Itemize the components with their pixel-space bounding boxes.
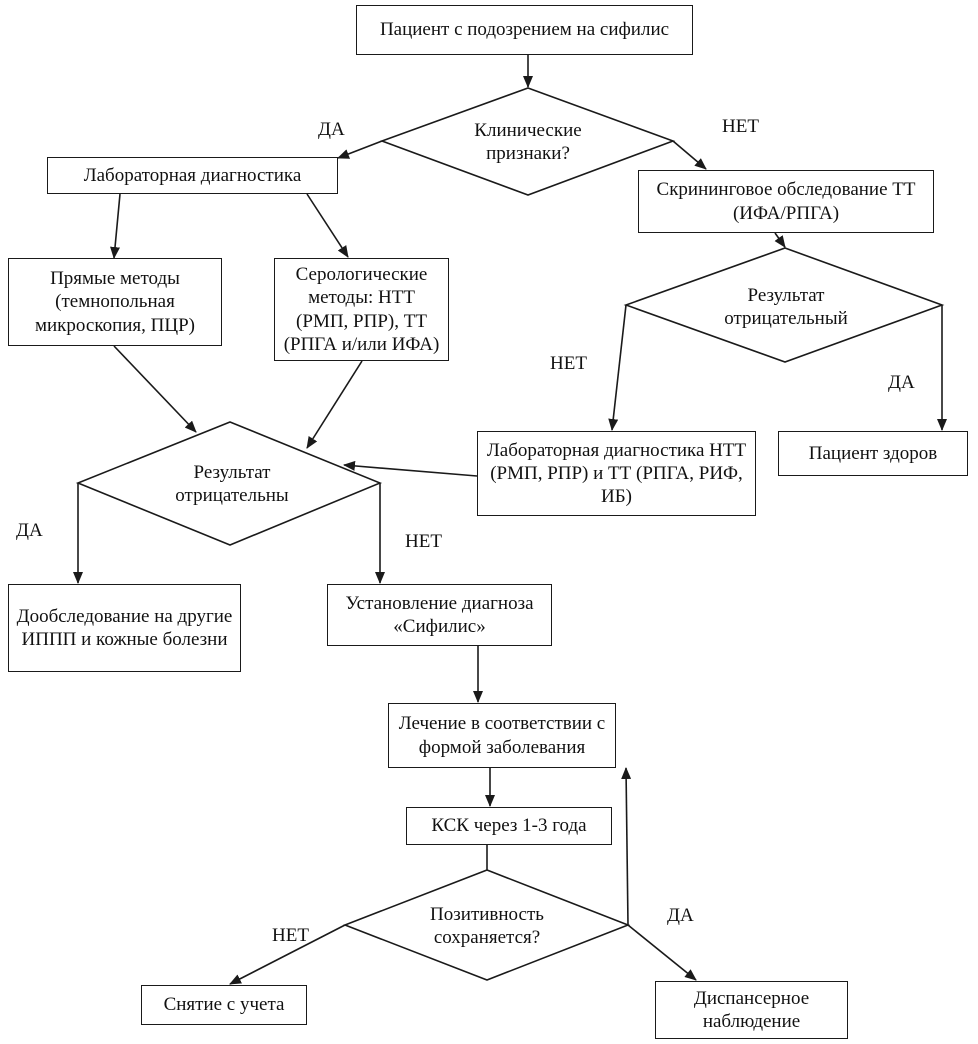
node-clinical-signs: Клинические признаки? [474, 119, 582, 164]
edge-positivity-no [229, 924, 346, 985]
node-dispensary: Диспансерное наблюдение [655, 981, 848, 1039]
node-positivity: Позитивность сохраняется? [430, 903, 544, 948]
node-start: Пациент с подозрением на сифилис [356, 5, 693, 55]
edge-screening-to-result [774, 232, 786, 248]
decision-screening-result-shape [623, 247, 945, 363]
node-direct-methods: Прямые методы (темнопольная микроскопия,… [8, 258, 222, 346]
node-screening: Скрининговое обследование ТТ (ИФА/РПГА) [638, 170, 934, 233]
label-screening-no: НЕТ [550, 353, 587, 374]
node-patient-healthy: Пациент здоров [778, 431, 968, 476]
decision-result-negative-shape [75, 421, 383, 546]
edge-clinical-no [672, 140, 707, 170]
node-treatment: Лечение в соответствии с формой заболева… [388, 703, 616, 768]
edge-direct-to-result [113, 345, 197, 433]
node-screening-result: Результат отрицательный [724, 284, 848, 329]
edge-positivity-yes [627, 924, 697, 981]
label-clinical-no: НЕТ [722, 116, 759, 137]
label-result-no: НЕТ [405, 531, 442, 552]
node-result-negative: Результат отрицательны [175, 461, 289, 506]
node-lab-ntt-tt: Лабораторная диагностика НТТ (РМП, РПР) … [477, 431, 756, 516]
node-deregistration: Снятие с учета [141, 985, 307, 1025]
edge-serological-to-result [306, 360, 363, 449]
edge-lab-to-direct [110, 193, 121, 259]
edge-clinical-yes [337, 140, 383, 159]
decision-positivity-shape [342, 869, 631, 981]
edge-labntt-to-result [343, 460, 478, 477]
edge-lab-to-serological [306, 193, 349, 258]
label-result-yes: ДА [16, 520, 43, 541]
edge-positivity-loop-to-treatment [621, 767, 632, 926]
label-positivity-no: НЕТ [272, 925, 309, 946]
node-additional-exam: Дообследование на другие ИППП и кожные б… [8, 584, 241, 672]
label-positivity-yes: ДА [667, 905, 694, 926]
edge-screening-no [608, 304, 627, 431]
label-clinical-yes: ДА [318, 119, 345, 140]
decision-clinical-signs-shape [379, 87, 676, 196]
node-serological-methods: Серологические методы: НТТ (РМП, РПР), Т… [274, 258, 449, 361]
label-screening-yes: ДА [888, 372, 915, 393]
node-diagnosis: Установление диагноза «Сифилис» [327, 584, 552, 646]
node-ksk: КСК через 1-3 года [406, 807, 612, 845]
node-lab-diagnostics: Лабораторная диагностика [47, 157, 338, 194]
